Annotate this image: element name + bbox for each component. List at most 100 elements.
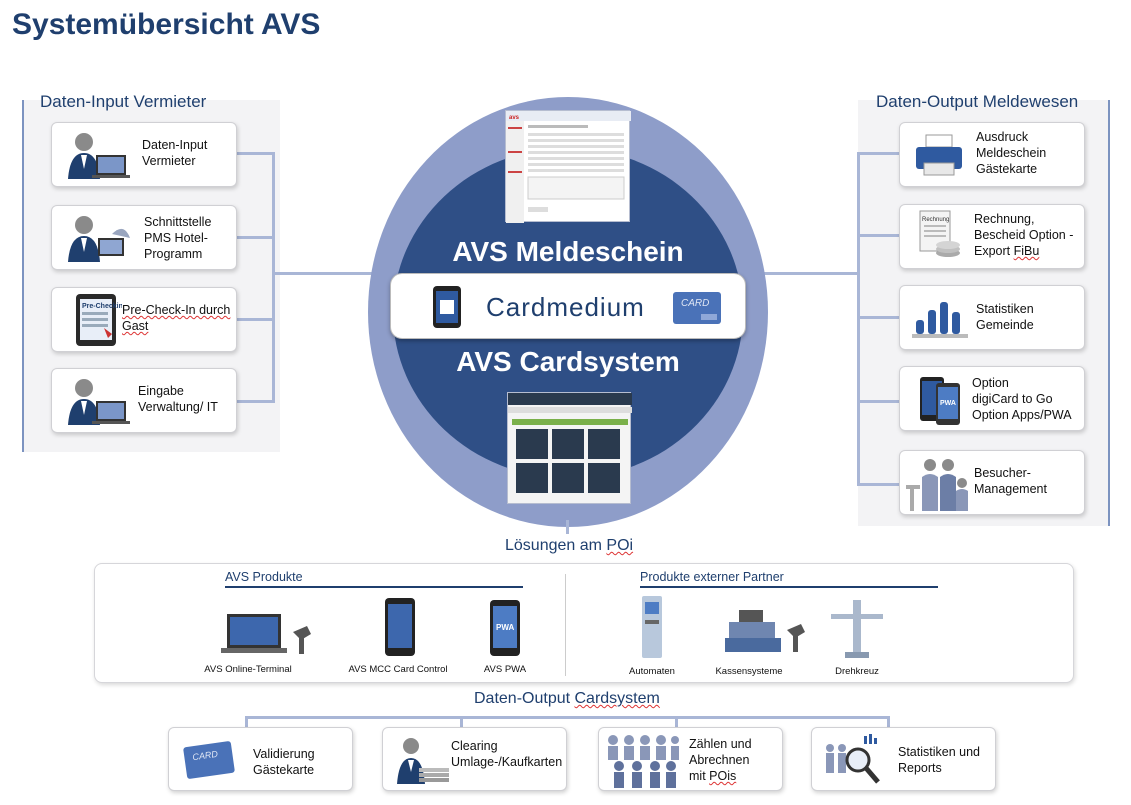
pwa-phone-icon: PWA bbox=[490, 600, 520, 656]
poi-heading: Lösungen am POi bbox=[505, 537, 633, 555]
external-product-label: Kassensysteme bbox=[715, 666, 783, 677]
person-interface-icon bbox=[68, 216, 130, 262]
cardout-card-validierung: CARD Validierung Gästekarte bbox=[168, 727, 353, 791]
output-card-digicard: PWA Option digiCard to Go Option Apps/PW… bbox=[899, 366, 1085, 431]
avs-product-label: AVS Online-Terminal bbox=[204, 664, 292, 675]
input-card-verwaltung: Eingabe Verwaltung/ IT bbox=[51, 368, 237, 433]
avs-meldeschein-label: AVS Meldeschein bbox=[452, 236, 684, 267]
online-terminal-icon bbox=[221, 614, 311, 654]
cardout-card-label: Clearing Umlage-/Kaufkarten bbox=[451, 739, 563, 769]
visitors-icon bbox=[906, 459, 968, 511]
connector bbox=[236, 400, 274, 403]
external-product-label: Drehkreuz bbox=[835, 666, 879, 677]
connector bbox=[272, 272, 382, 275]
output-card-rechnung: Rechnung Rechnung, Bescheid Option - Exp… bbox=[899, 204, 1085, 269]
output-card-besucher: Besucher- Management bbox=[899, 450, 1085, 515]
output-heading: Daten-Output Meldewesen bbox=[876, 92, 1079, 111]
input-heading: Daten-Input Vermieter bbox=[40, 92, 207, 111]
connector bbox=[857, 152, 901, 155]
connector bbox=[272, 152, 275, 403]
tablet-precheckin-icon: Pre-Checkin bbox=[76, 294, 122, 346]
poi-heading-text: Lösungen am bbox=[505, 537, 607, 554]
smartphone-icon: PWA bbox=[920, 377, 960, 425]
avs-products-heading: AVS Produkte bbox=[225, 570, 523, 588]
avs-product-label: AVS PWA bbox=[483, 664, 527, 675]
connector bbox=[236, 318, 274, 321]
online-terminal-graphic bbox=[508, 393, 632, 493]
cardout-card-label: Statistiken und Reports bbox=[898, 745, 980, 775]
cardout-heading-text: Daten-Output bbox=[474, 690, 575, 707]
turnstile-icon bbox=[831, 600, 883, 658]
cardout-heading: Daten-Output Cardsystem bbox=[474, 690, 660, 708]
pois-label: POis bbox=[709, 769, 737, 783]
connector bbox=[245, 716, 248, 728]
precheckin-label: Pre-Check-In durch Gast bbox=[122, 303, 231, 333]
connector bbox=[857, 316, 901, 319]
output-card-label: Ausdruck Meldeschein Gästekarte bbox=[976, 130, 1047, 176]
cardsystem-screenshot bbox=[507, 392, 632, 504]
output-card-ausdruck: Ausdruck Meldeschein Gästekarte bbox=[899, 122, 1085, 187]
input-card-pms: Schnittstelle PMS Hotel- Programm bbox=[51, 205, 237, 270]
rechnung-label: Rechnung, Bescheid Option - Export bbox=[974, 212, 1074, 258]
person-laptop-icon bbox=[68, 379, 130, 425]
input-card-label: Daten-Input Vermieter bbox=[142, 138, 208, 168]
connector bbox=[760, 272, 860, 275]
input-card-label: Pre-Check-In durch Gast bbox=[122, 302, 230, 334]
page-title: Systemübersicht AVS bbox=[12, 8, 321, 41]
magnifier-crowd-icon bbox=[826, 734, 880, 784]
poi-products-box: AVS Produkte Produkte externer Partner A… bbox=[94, 563, 1074, 683]
connector bbox=[460, 716, 463, 728]
output-card-label: Option digiCard to Go Option Apps/PWA bbox=[972, 376, 1072, 422]
card-icon-text: CARD bbox=[681, 298, 709, 309]
cardout-card-clearing: Clearing Umlage-/Kaufkarten bbox=[382, 727, 567, 791]
connector bbox=[236, 236, 274, 239]
card-icon-text: CARD bbox=[192, 749, 219, 763]
cardmedium-box: Cardmedium CARD bbox=[390, 273, 746, 339]
pwa-icon-text: PWA bbox=[940, 400, 956, 407]
card-validation-icon: CARD bbox=[183, 741, 235, 779]
svg-text:Pre-Checkin: Pre-Checkin bbox=[82, 303, 122, 310]
vending-machine-icon bbox=[642, 596, 662, 658]
output-card-label: Rechnung, Bescheid Option - Export FiBu bbox=[974, 211, 1073, 259]
cardout-card-zaehlen: Zählen und Abrechnen mit POis bbox=[598, 727, 783, 791]
external-products-heading: Produkte externer Partner bbox=[640, 570, 938, 588]
svg-text:avs: avs bbox=[509, 115, 520, 121]
avs-cardsystem-label: AVS Cardsystem bbox=[456, 346, 680, 377]
connector bbox=[566, 520, 569, 534]
input-card-daten-input: Daten-Input Vermieter bbox=[51, 122, 237, 187]
guest-card-icon: CARD bbox=[673, 292, 721, 324]
connector bbox=[245, 716, 890, 719]
cardout-card-statistiken: Statistiken und Reports bbox=[811, 727, 996, 791]
cash-register-icon bbox=[725, 610, 805, 652]
output-card-statistiken: Statistiken Gemeinde bbox=[899, 285, 1085, 350]
connector bbox=[887, 716, 890, 728]
connector bbox=[236, 152, 274, 155]
connector bbox=[857, 483, 901, 486]
output-card-label: Statistiken Gemeinde bbox=[976, 302, 1034, 332]
person-laptop-icon bbox=[68, 133, 130, 179]
input-card-label: Schnittstelle PMS Hotel- Programm bbox=[144, 215, 212, 261]
meldeschein-screenshot: avs bbox=[505, 110, 631, 223]
crowd-icon bbox=[608, 735, 679, 788]
phone-icon bbox=[433, 286, 461, 328]
cardmedium-label: Cardmedium bbox=[486, 292, 645, 322]
cardout-card-label: Validierung Gästekarte bbox=[253, 747, 315, 777]
fibu-label: FiBu bbox=[1013, 244, 1040, 258]
connector bbox=[857, 400, 901, 403]
svg-text:Rechnung: Rechnung bbox=[922, 217, 949, 223]
divider bbox=[565, 574, 566, 676]
avs-product-label: AVS MCC Card Control bbox=[348, 664, 448, 675]
input-card-precheckin: Pre-Checkin Pre-Check-In durch Gast bbox=[51, 287, 237, 352]
printer-icon bbox=[916, 134, 962, 176]
input-card-label: Eingabe Verwaltung/ IT bbox=[138, 384, 218, 414]
person-coins-icon bbox=[397, 738, 449, 784]
zaehlen-label: Zählen und Abrechnen mit bbox=[689, 737, 752, 783]
pwa-label: PWA bbox=[496, 623, 514, 632]
bar-chart-icon bbox=[912, 302, 968, 338]
poi-heading-abbrev: POi bbox=[606, 537, 634, 554]
connector bbox=[675, 716, 678, 728]
connector bbox=[857, 152, 860, 486]
cardout-heading-word: Cardsystem bbox=[574, 690, 660, 707]
cardout-card-label: Zählen und Abrechnen mit POis bbox=[689, 736, 752, 784]
output-card-label: Besucher- Management bbox=[974, 466, 1047, 496]
